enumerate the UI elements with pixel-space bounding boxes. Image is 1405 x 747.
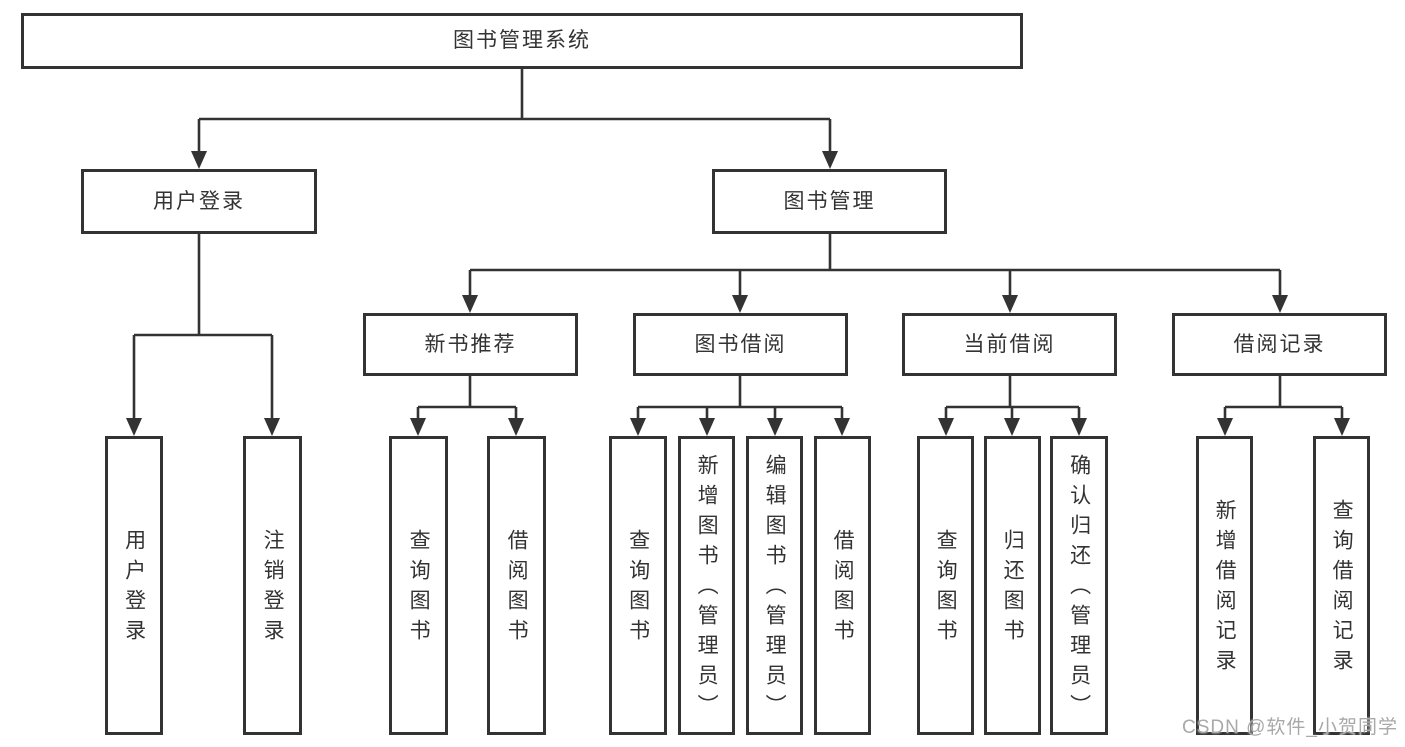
node-leaf-newbooks-borrow: 借阅图书 [487,436,546,735]
node-leaf-borrow-borrow: 借阅图书 [814,436,871,735]
node-leaf-current-query: 查询图书 [917,436,974,735]
node-book-management: 图书管理 [712,169,947,234]
arrowhead-icon [1071,418,1087,436]
node-leaf-newbooks-query: 查询图书 [389,436,448,735]
node-current-borrowing: 当前借阅 [902,313,1117,376]
arrowhead-icon [1002,295,1018,313]
node-book-borrowing: 图书借阅 [633,313,848,376]
arrowhead-icon [834,418,850,436]
arrowhead-icon [1334,418,1350,436]
arrowhead-icon [508,418,524,436]
node-leaf-record-add: 新增借阅记录 [1196,436,1253,735]
arrowhead-icon [410,418,426,436]
arrowhead-icon [191,151,207,169]
node-leaf-user-login: 用户登录 [105,436,163,735]
arrowhead-icon [767,418,783,436]
node-root-system: 图书管理系统 [21,13,1023,69]
node-leaf-logout: 注销登录 [243,436,302,735]
node-leaf-borrow-edit-admin: 编辑图书（管理员） [746,436,803,735]
node-leaf-borrow-query: 查询图书 [609,436,667,735]
arrowhead-icon [822,151,838,169]
node-leaf-current-return: 归还图书 [984,436,1041,735]
node-user-login: 用户登录 [81,169,317,234]
arrowhead-icon [1217,418,1233,436]
arrowhead-icon [1272,295,1288,313]
arrowhead-icon [264,418,280,436]
arrowhead-icon [938,418,954,436]
node-leaf-current-confirm-admin: 确认归还（管理员） [1050,436,1108,735]
arrowhead-icon [630,418,646,436]
arrowhead-icon [699,418,715,436]
arrowhead-icon [1004,418,1020,436]
arrowhead-icon [732,295,748,313]
arrowhead-icon [462,295,478,313]
csdn-watermark: CSDN @软件_小贺同学 [1182,717,1398,738]
arrowhead-icon [126,418,142,436]
node-leaf-record-query: 查询借阅记录 [1313,436,1370,735]
node-new-book-recommend: 新书推荐 [363,313,578,376]
node-leaf-borrow-add-admin: 新增图书（管理员） [678,436,735,735]
node-borrow-records: 借阅记录 [1172,313,1387,376]
